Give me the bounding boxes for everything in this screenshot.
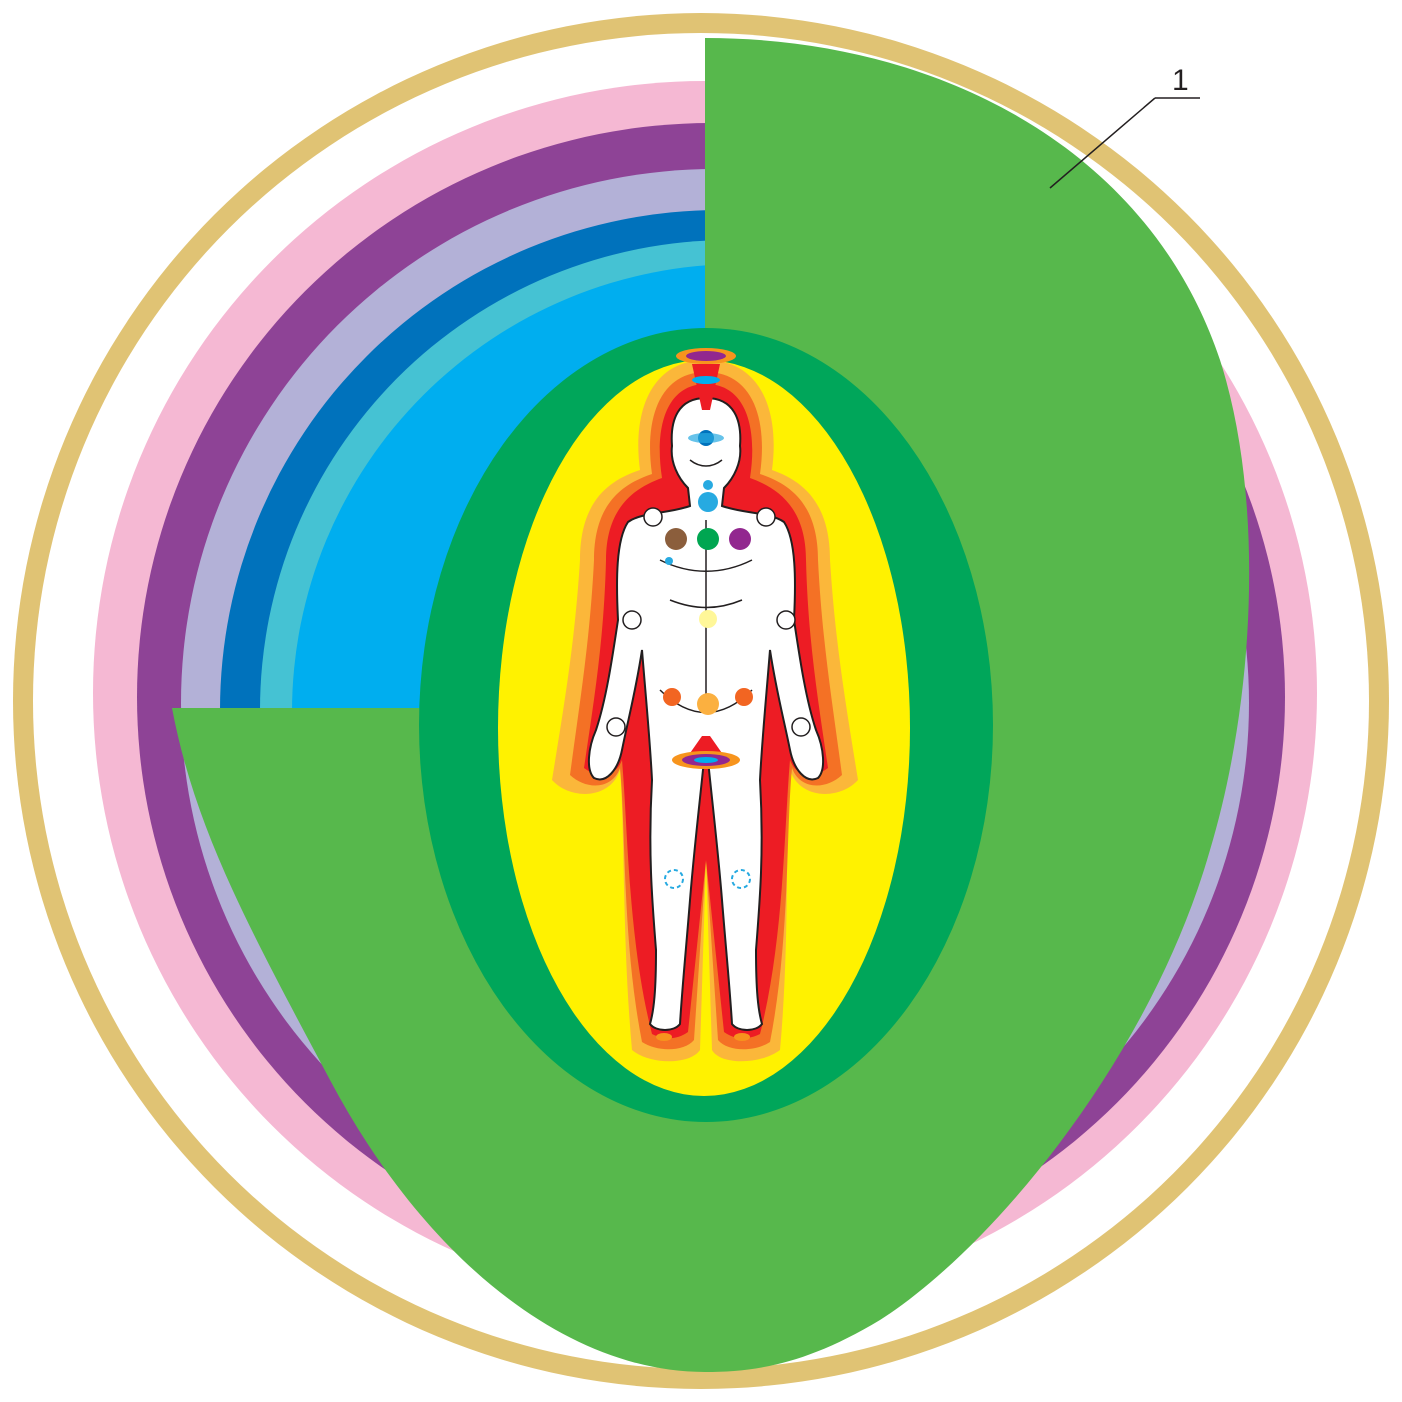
right-shoulder-node bbox=[757, 508, 775, 526]
right-hip-chakra bbox=[735, 688, 753, 706]
right-hand-node bbox=[792, 718, 810, 736]
crown-vortex-mid bbox=[686, 351, 726, 361]
small-chest-node bbox=[665, 557, 673, 565]
third-eye-band bbox=[688, 433, 724, 443]
right-elbow-node bbox=[777, 611, 795, 629]
left-shoulder-node bbox=[644, 508, 662, 526]
left-foot-node bbox=[656, 1033, 672, 1041]
left-chest-chakra bbox=[665, 528, 687, 550]
sacral-chakra bbox=[697, 693, 719, 715]
right-foot-node bbox=[734, 1033, 750, 1041]
throat-chakra bbox=[698, 492, 718, 512]
root-vortex-inner bbox=[694, 757, 718, 763]
throat-chakra-small bbox=[703, 480, 713, 490]
left-hand-node bbox=[607, 718, 625, 736]
callout-label: 1 bbox=[1172, 64, 1189, 97]
solar-plexus-chakra bbox=[699, 610, 717, 628]
crown-vortex-ring bbox=[692, 376, 720, 384]
left-elbow-node bbox=[623, 611, 641, 629]
right-chest-chakra bbox=[729, 528, 751, 550]
left-hip-chakra bbox=[663, 688, 681, 706]
heart-chakra bbox=[697, 528, 719, 550]
